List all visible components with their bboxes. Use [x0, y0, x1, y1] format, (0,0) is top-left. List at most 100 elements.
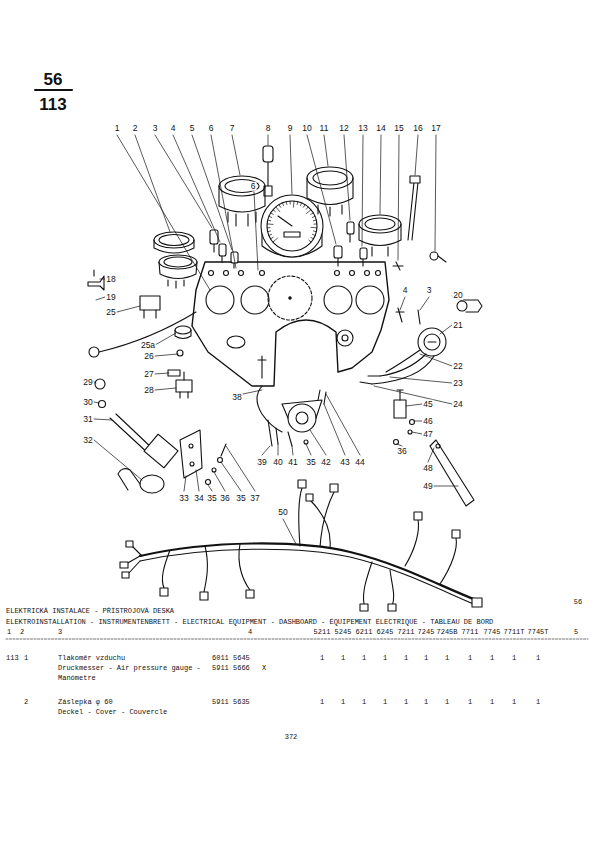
dial-tick	[269, 216, 272, 217]
callout-number: 34	[193, 494, 204, 503]
quantity: 1	[404, 655, 408, 662]
dial-tick	[268, 230, 271, 232]
table-text: Záslepka φ 60	[58, 699, 113, 706]
bracket	[180, 430, 226, 485]
dial-tick	[267, 227, 270, 228]
table-heading: 4	[248, 629, 252, 636]
quantity: 1	[424, 699, 428, 706]
callout-number: 5	[189, 124, 196, 133]
table-text: 2	[24, 699, 28, 706]
table-heading: 7711T	[503, 629, 524, 636]
quantity: 1	[536, 699, 540, 706]
rod-and-bulb	[393, 176, 446, 270]
callout-number: 4	[402, 286, 409, 295]
dial-tick	[306, 207, 308, 209]
callout-number: 25a	[140, 341, 156, 350]
table-heading: 6245	[377, 629, 394, 636]
quantity: 1	[320, 699, 324, 706]
table-heading: 2	[20, 629, 24, 636]
dial-tick	[276, 207, 280, 212]
callout-number: 50	[277, 508, 288, 517]
callout-number: 49	[422, 482, 433, 491]
table-heading: 7745T	[527, 629, 548, 636]
quantity: 1	[383, 699, 387, 706]
dial-tick	[309, 240, 311, 242]
callout-number: 32	[82, 436, 93, 445]
page-number: 56	[43, 71, 64, 88]
table-text: ELEKTRICKÁ INSTALACE - PŘÍSTROJOVÁ DESKA	[6, 608, 174, 615]
callout-number: 19	[105, 293, 116, 302]
table-heading: 7211	[398, 629, 415, 636]
switch-knob	[263, 146, 273, 196]
dial-tick	[297, 202, 299, 205]
dial-tick	[282, 203, 283, 206]
dial-tick	[290, 201, 291, 204]
callout-number: 35	[235, 494, 246, 503]
pressure-gauge	[154, 232, 197, 288]
quantity: 1	[362, 699, 366, 706]
callout-number: 25	[105, 308, 116, 317]
dial-tick	[271, 213, 274, 215]
table-text: ELEKTROINSTALLATION - INSTRUMENTENBRETT …	[6, 619, 493, 626]
gauge	[219, 176, 265, 226]
table-text: 1	[24, 655, 28, 662]
callout-number: 45	[422, 400, 433, 409]
callout-number: 2	[132, 124, 139, 133]
dial-tick	[312, 216, 315, 217]
callout-number: 26	[143, 352, 154, 361]
quantity: 1	[383, 655, 387, 662]
callout-number: 43	[339, 458, 350, 467]
panel-holes	[206, 271, 384, 379]
callout-number: 38	[231, 393, 242, 402]
callout-number: 48	[422, 464, 433, 473]
callout-number: 28	[143, 386, 154, 395]
callout-number: 21	[452, 321, 463, 330]
callout-number: 46	[422, 417, 433, 426]
callout-number: 29	[82, 378, 93, 387]
callout-number: 7	[229, 124, 236, 133]
table-heading: 6211	[356, 629, 373, 636]
table-text: 5911 5635	[212, 699, 250, 706]
callout-number: 31	[82, 415, 93, 424]
table-rule	[6, 639, 588, 640]
table-heading: 1	[7, 629, 11, 636]
heading-rule	[35, 89, 72, 91]
dial-tick	[293, 201, 294, 207]
callout-number: 6	[250, 182, 257, 191]
table-heading: 7245B	[436, 629, 457, 636]
callout-number: 16	[412, 124, 423, 133]
table-text: Manómetre	[58, 675, 96, 682]
table-text: 5911 5666	[212, 665, 250, 672]
dial-tick	[311, 237, 314, 239]
dial-tick	[269, 234, 272, 235]
table-heading: 5211	[314, 629, 331, 636]
callout-number: 44	[354, 458, 365, 467]
dial-tick	[312, 234, 315, 235]
callout-number: 30	[82, 398, 93, 407]
callout-number: 36	[219, 494, 230, 503]
table-text: Druckmesser - Air pressure gauge -	[58, 665, 201, 672]
dial-tick	[311, 213, 314, 215]
callout-number: 12	[338, 124, 349, 133]
quantity: 1	[512, 699, 516, 706]
dial-tick	[311, 227, 317, 228]
table-text: X	[262, 665, 266, 672]
quantity: 1	[424, 655, 428, 662]
table-text: Tlakoměr vzduchu	[58, 655, 125, 662]
callout-number: 6	[208, 124, 215, 133]
callout-number: 35	[305, 458, 316, 467]
dial-tick	[267, 223, 273, 225]
callout-number: 41	[287, 458, 298, 467]
dial-tick	[271, 237, 274, 239]
dial-tick	[273, 238, 278, 242]
dial-tick	[279, 205, 281, 208]
callout-number: 40	[272, 458, 283, 467]
wire	[257, 386, 282, 432]
callout-number: 3	[426, 286, 433, 295]
quantity: 1	[512, 655, 516, 662]
table-heading: 7745	[484, 629, 501, 636]
quantity: 1	[490, 699, 494, 706]
callout-number: 18	[105, 275, 116, 284]
dial-tick	[313, 220, 316, 222]
